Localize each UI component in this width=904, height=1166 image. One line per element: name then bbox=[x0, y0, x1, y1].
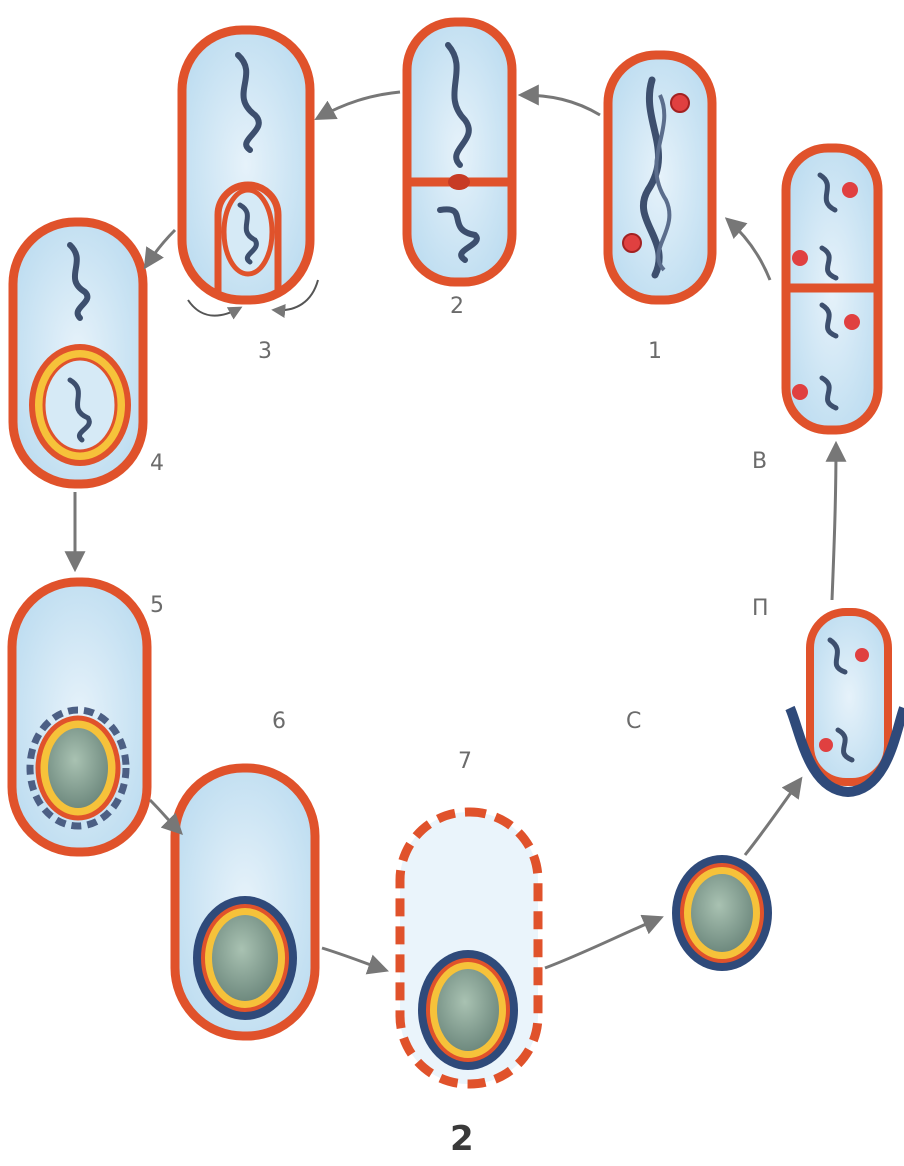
label-stage-v: В bbox=[752, 449, 767, 474]
mesosome bbox=[792, 384, 808, 400]
mesosome bbox=[842, 182, 858, 198]
cell-stage-1 bbox=[608, 55, 712, 300]
label-stage-6: 6 bbox=[272, 709, 286, 734]
label-stage-4: 4 bbox=[150, 451, 164, 476]
cell-stage-7 bbox=[400, 812, 538, 1084]
mesosome bbox=[671, 94, 689, 112]
vegetative-cells bbox=[786, 148, 878, 430]
arrow-p-to-v bbox=[832, 445, 836, 600]
arrow-6-to-7 bbox=[322, 948, 385, 970]
label-stage-1: 1 bbox=[648, 339, 662, 364]
label-stage-p: П bbox=[752, 596, 769, 621]
arrow-v-to-1 bbox=[728, 220, 770, 280]
free-spore bbox=[672, 855, 772, 971]
arrow-3-to-4 bbox=[146, 230, 175, 266]
germinating-cell bbox=[790, 612, 904, 792]
cell-stage-4 bbox=[13, 222, 143, 484]
cell-stage-2 bbox=[407, 22, 512, 282]
mesosome bbox=[855, 648, 869, 662]
figure-number: 2 bbox=[450, 1119, 474, 1159]
arrow-s-to-p bbox=[745, 780, 800, 855]
arrow-1-to-2 bbox=[522, 95, 600, 115]
arrow-7-to-s bbox=[545, 918, 660, 968]
label-stage-s: С bbox=[626, 709, 641, 734]
label-stage-7: 7 bbox=[458, 749, 472, 774]
cell-stage-6 bbox=[175, 768, 315, 1036]
cell-stage-5 bbox=[12, 582, 147, 852]
label-stage-2: 2 bbox=[450, 294, 464, 319]
label-stage-3: 3 bbox=[258, 339, 272, 364]
label-stage-5: 5 bbox=[150, 593, 164, 618]
mesosome bbox=[844, 314, 860, 330]
cell-stage-3 bbox=[182, 30, 318, 316]
mesosome bbox=[792, 250, 808, 266]
mesosome bbox=[623, 234, 641, 252]
mesosome bbox=[819, 738, 833, 752]
arrow-2-to-3 bbox=[318, 92, 400, 118]
